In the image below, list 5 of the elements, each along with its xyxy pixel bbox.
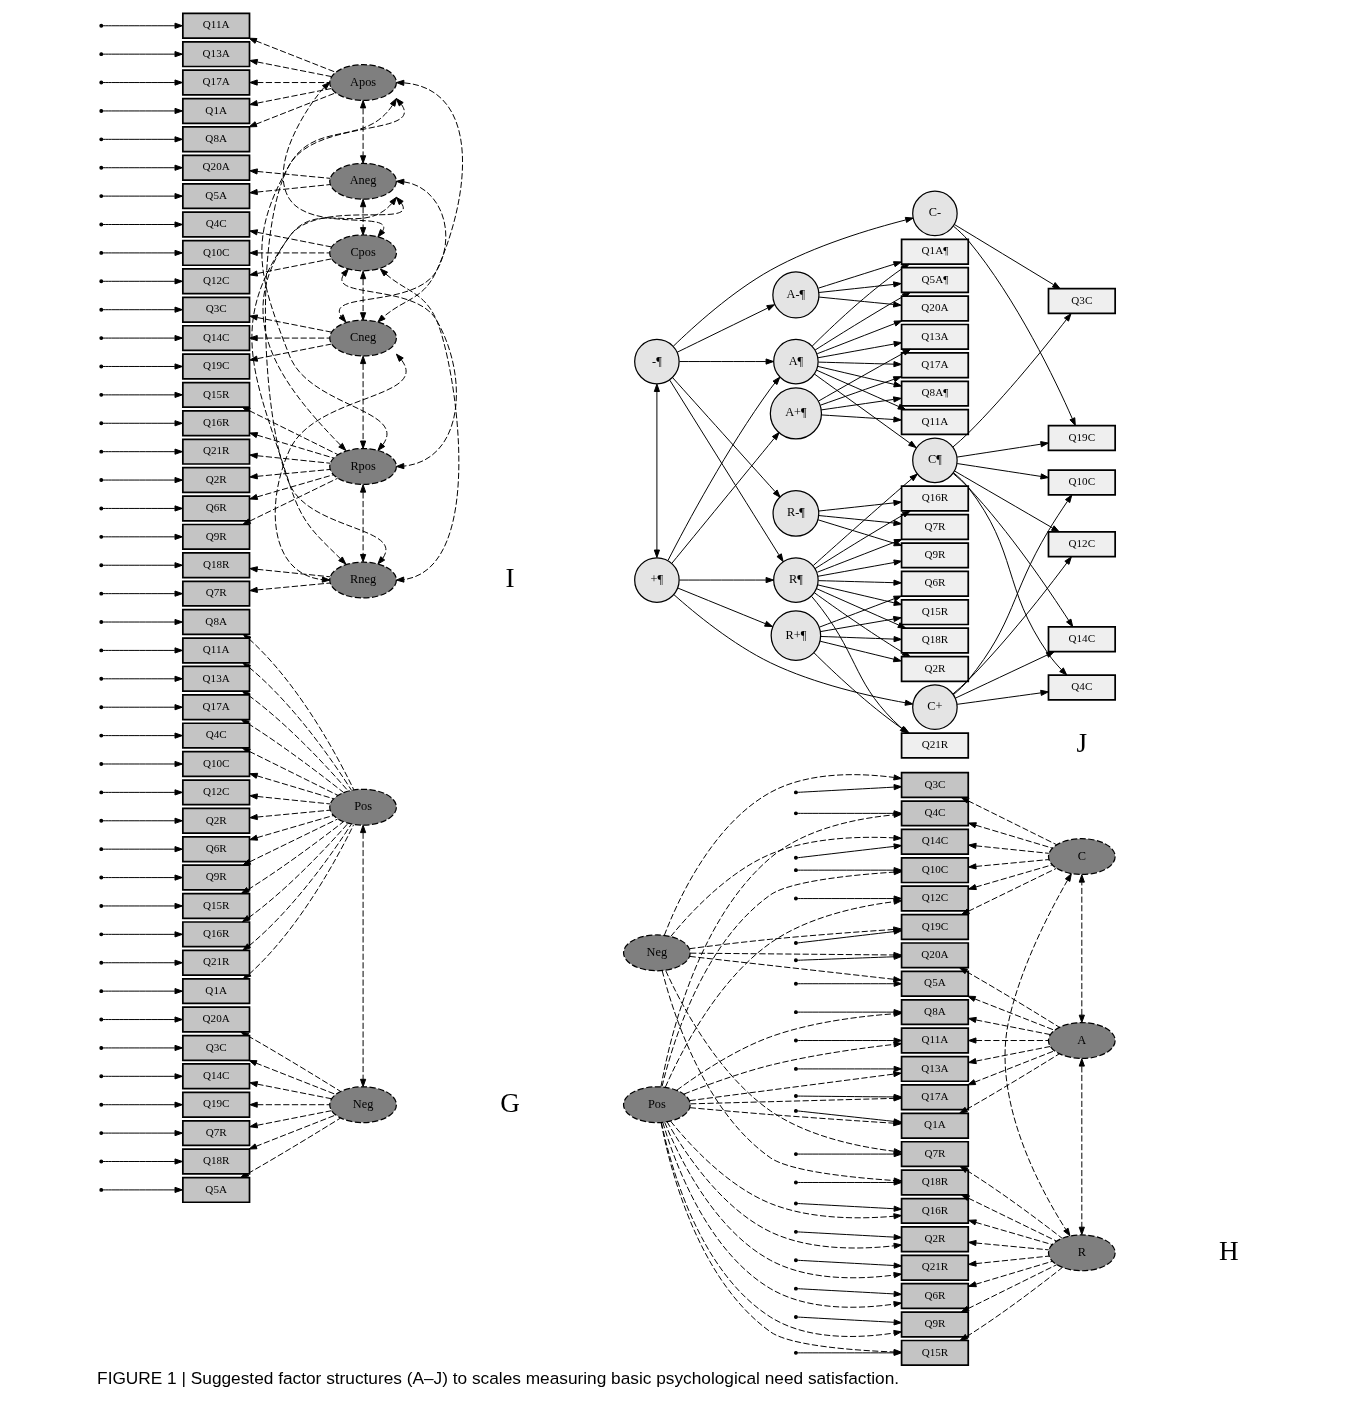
label: J xyxy=(1076,728,1088,759)
label: H xyxy=(1218,1235,1239,1266)
caption: FIGURE 1 | Suggested factor structures (A–J) to scales measuring basic psychological need satisfaction. xyxy=(97,1367,900,1388)
label: G xyxy=(500,1087,520,1118)
label: I xyxy=(505,562,515,593)
